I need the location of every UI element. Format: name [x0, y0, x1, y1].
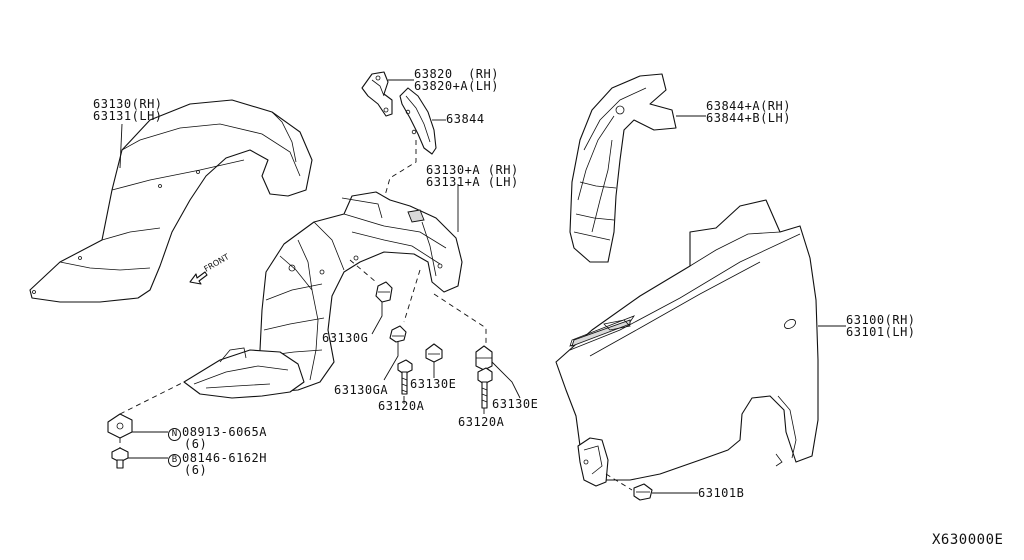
dash-63844: [381, 140, 417, 207]
diagram-code: X630000E: [932, 532, 1004, 548]
dash-63130ga: [403, 269, 421, 323]
dash-nut: [119, 381, 185, 415]
splash-guard-63130a: [251, 191, 463, 393]
seal-63844: [399, 87, 437, 155]
label-63130a: 63130+A (RH): [426, 163, 519, 177]
leader-63130e-2: [491, 361, 521, 399]
label-63120a-2: 63120A: [458, 415, 505, 429]
nut-part-number: 08913-6065A: [182, 425, 267, 439]
label-63100: 63100(RH): [846, 313, 916, 327]
label-63101b: 63101B: [698, 486, 745, 500]
leader-63130ga: [383, 342, 399, 381]
label-63101: 63101(LH): [846, 325, 916, 339]
label-63130e-1: 63130E: [410, 377, 457, 391]
bolt-part-number: 08146-6162H: [182, 451, 267, 465]
label-63820: 63820 (RH): [414, 67, 499, 81]
screw-63120a-2: [477, 367, 493, 409]
label-63131: 63131(LH): [93, 109, 163, 123]
label-63820a: 63820+A(LH): [414, 79, 499, 93]
front-arrow: FRONT: [189, 252, 231, 285]
front-fender-liner: [29, 99, 313, 303]
nut-symbol: N: [168, 428, 181, 441]
clip-63130e-1: [425, 343, 443, 363]
label-63130: 63130(RH): [93, 97, 163, 111]
leader-63130: [119, 123, 123, 169]
label-63120a-1: 63120A: [378, 399, 425, 413]
label-63130e-2: 63130E: [492, 397, 539, 411]
clip-63130ga: [389, 325, 407, 343]
label-63130g: 63130G: [322, 331, 369, 345]
dash-63130e: [433, 293, 487, 346]
leader-63130g: [371, 302, 383, 335]
insulator-63844a: [569, 73, 677, 263]
label-63844a: 63844+A(RH): [706, 99, 791, 113]
screw-63120a-1: [397, 359, 413, 395]
label-63844: 63844: [446, 112, 485, 126]
clip-63130e-2: [475, 345, 493, 371]
clip-nut-08913: [107, 413, 133, 439]
label-63844b: 63844+B(LH): [706, 111, 791, 125]
dash-63130g: [349, 259, 377, 283]
label-bolt-qty: (6): [184, 463, 208, 477]
label-nut-qty: (6): [184, 437, 208, 451]
bolt-08146: [111, 447, 129, 469]
bolt-63101b: [633, 483, 653, 501]
label-63130ga: 63130GA: [334, 383, 389, 397]
front-text: FRONT: [203, 252, 231, 274]
bolt-symbol: B: [168, 454, 181, 467]
front-fender-63100: [555, 199, 819, 487]
label-63131a: 63131+A (LH): [426, 175, 519, 189]
clip-63130g: [375, 281, 393, 303]
under-cover: [183, 347, 305, 399]
bracket-63820: [361, 71, 393, 117]
